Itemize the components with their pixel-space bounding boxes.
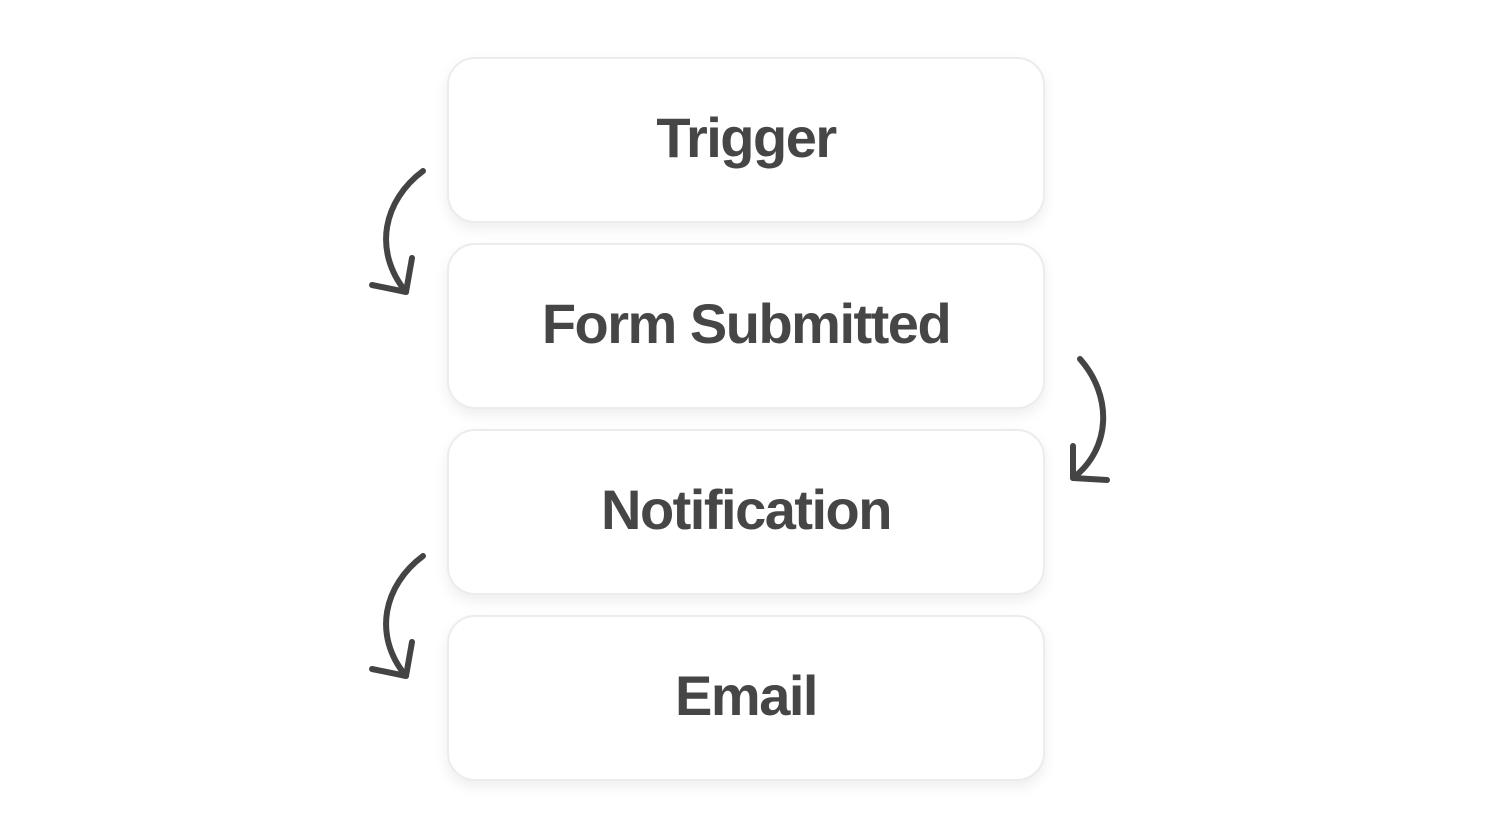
curved-arrow-down-icon — [1070, 356, 1110, 483]
step-card-email: Email — [447, 615, 1045, 781]
step-label-email: Email — [675, 664, 818, 727]
curved-arrow-down-icon — [369, 168, 426, 295]
step-card-form-submitted: Form Submitted — [447, 243, 1045, 409]
step-card-trigger: Trigger — [447, 57, 1045, 223]
curved-arrow-down-icon — [369, 553, 426, 679]
step-label-trigger: Trigger — [656, 106, 837, 169]
step-card-notification: Notification — [447, 429, 1045, 595]
step-label-notification: Notification — [601, 478, 892, 541]
step-label-form-submitted: Form Submitted — [541, 292, 952, 355]
